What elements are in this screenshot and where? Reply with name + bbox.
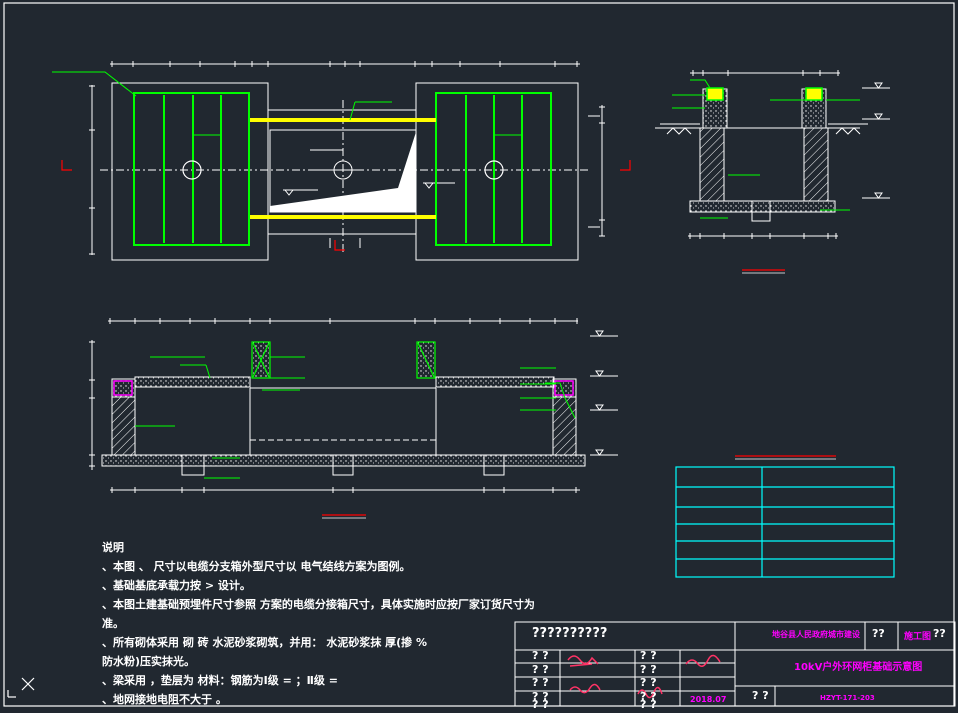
note-line: 、本图 、 尺寸以电缆分支箱外型尺寸以 电气结线方案为图例。 — [102, 560, 411, 573]
role-label: ? ? — [532, 663, 549, 676]
plan-top-ticks — [111, 61, 578, 67]
long-section — [89, 318, 618, 493]
note-line: 准。 — [102, 617, 124, 630]
note-line: 、基础基底承载力按 > 设计。 — [102, 579, 251, 592]
project-name: ?????????? — [532, 626, 608, 641]
design-unit: 地谷县人民政府城市建设 — [772, 630, 860, 639]
role-label: ? ? — [640, 690, 657, 703]
title-block-grid — [514, 621, 956, 707]
plan-circles — [182, 160, 504, 180]
note-line: 、本图土建基础预埋件尺寸参照 方案的电缆分接箱尺寸，具体实施时应按厂家订货尺寸为 — [102, 598, 535, 611]
side-section-details — [672, 79, 860, 274]
title-block-q3: ? ? — [752, 689, 769, 702]
material-table — [675, 466, 895, 578]
plan-cabinet-outlines — [133, 92, 552, 246]
cable-trough-pipes — [250, 118, 436, 219]
note-line: 、所有砌体采用 砌 砖 水泥砂浆砌筑，并用： 水泥砂浆抹 厚(掺 % — [102, 636, 428, 649]
role-label: ? ? — [640, 698, 657, 711]
signature-marks — [567, 654, 721, 699]
note-line: 、梁采用 ，垫层为 材料：钢筋为Ⅰ级 = ；Ⅱ级 = — [102, 674, 338, 687]
plan-view — [89, 61, 605, 261]
plan-leaders — [52, 71, 392, 121]
notes-heading: 说明 — [102, 541, 124, 554]
drawing-title: 10kV户外环网柜基础示意图 — [794, 662, 923, 673]
sheet-border — [3, 2, 955, 707]
drawing-date: 2018.07 — [690, 695, 727, 704]
role-label: ? ? — [532, 676, 549, 689]
long-section-details — [113, 341, 836, 519]
role-label: ? ? — [532, 690, 549, 703]
role-label: ? ? — [640, 663, 657, 676]
role-label: ? ? — [532, 698, 549, 711]
role-label: ? ? — [640, 676, 657, 689]
side-section — [655, 70, 890, 239]
design-stage: 施工图 — [904, 632, 932, 642]
title-block-q1: ?? — [872, 627, 885, 640]
drawing-number: HZYT-171-203 — [820, 694, 875, 702]
role-label: ? ? — [640, 649, 657, 662]
design-notes: 说明 、本图 、 尺寸以电缆分支箱外型尺寸以 电气结线方案为图例。 、基础基底承… — [102, 538, 535, 709]
note-line: 防水粉)压实抹光。 — [102, 655, 196, 668]
ucs-axes-icon — [7, 677, 35, 698]
note-line: 、地网接地电阻不大于 。 — [102, 693, 227, 706]
title-block-q2: ?? — [933, 627, 946, 640]
red-centre-marks — [61, 160, 631, 251]
role-label: ? ? — [532, 649, 549, 662]
